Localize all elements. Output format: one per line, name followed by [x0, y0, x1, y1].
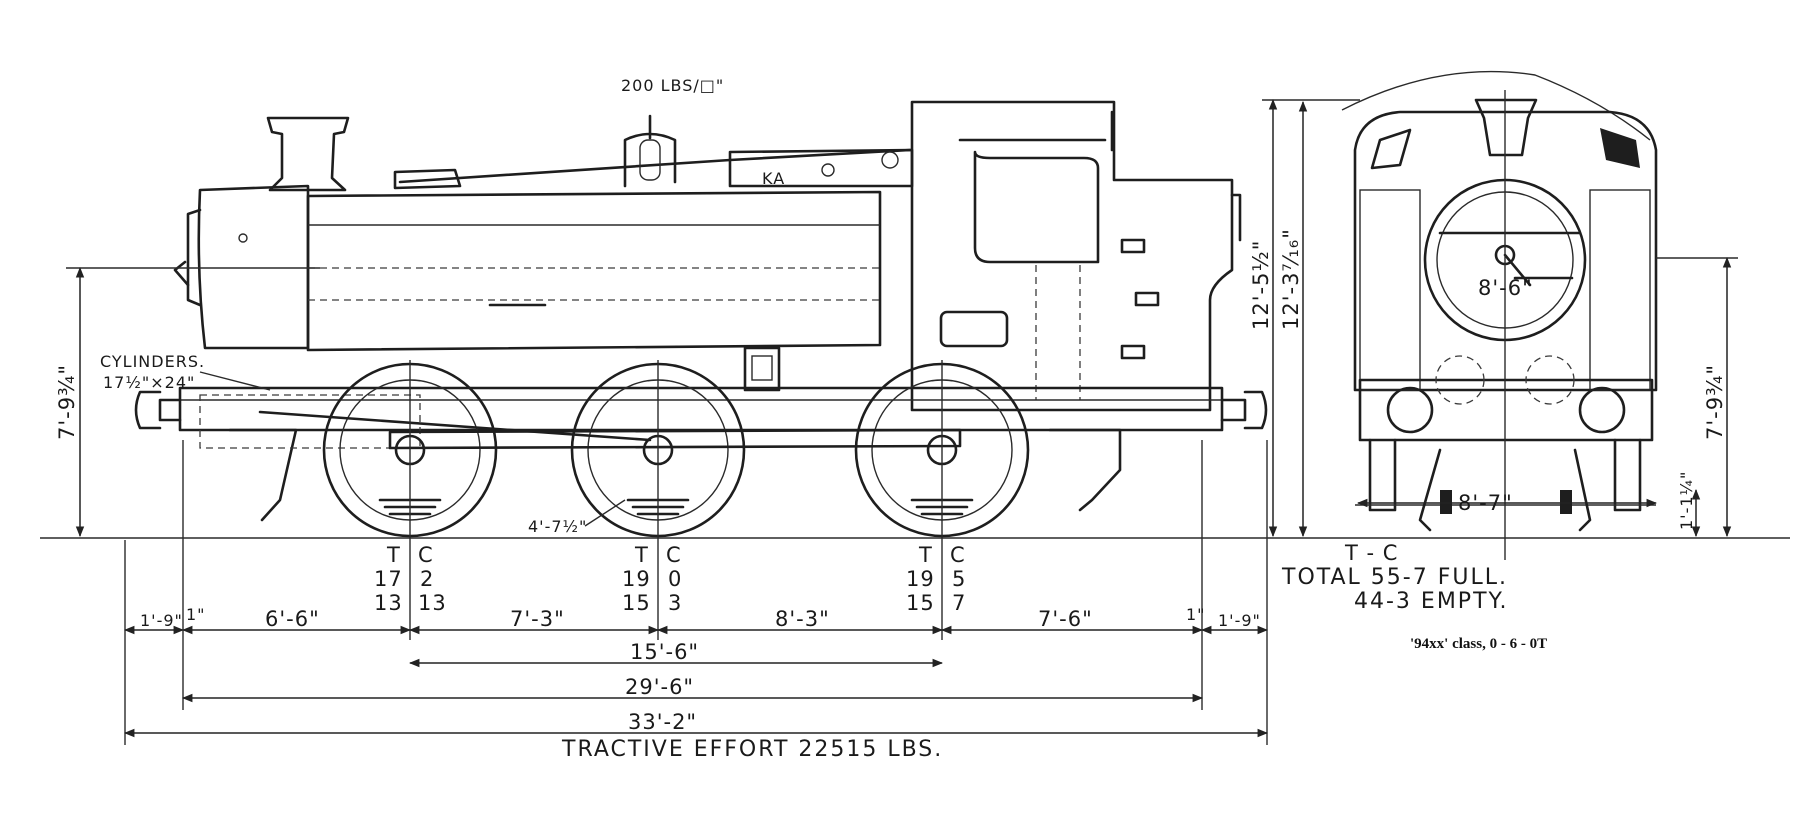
- total-weight-header: T - C: [1344, 541, 1398, 565]
- axle-1-full-c: 2: [420, 567, 434, 591]
- front-buffer-left: [1386, 386, 1434, 434]
- safety-valve-cover: [623, 132, 677, 188]
- axle-2-full-c: 0: [668, 567, 682, 591]
- front-cab-profile: [1353, 110, 1658, 392]
- cylinders-title: CYLINDERS.: [100, 352, 205, 371]
- drawing-labels: 200 LBS/□" KA CYLINDERS. 17½"×24" 4'-7½"…: [55, 76, 1727, 762]
- cab: [910, 100, 1234, 412]
- dim-front-to-axle1: 6'-6": [265, 607, 320, 631]
- axle-2-empty-t: 15: [622, 591, 651, 615]
- tractive-effort-label: TRACTIVE EFFORT 22515 LBS.: [561, 737, 943, 762]
- dim-frames: 29'-6": [625, 675, 694, 699]
- axle-3-empty-t: 15: [906, 591, 935, 615]
- axle-3-header-c: C: [950, 543, 966, 567]
- front-elevation: [1341, 70, 1658, 560]
- pannier-tank: [306, 190, 882, 352]
- clack-box: [393, 168, 462, 190]
- coupling-rod: [388, 428, 962, 450]
- boiler-pressure-label: 200 LBS/□": [621, 76, 724, 95]
- axle-1-empty-t: 13: [374, 591, 403, 615]
- front-gauge: 8'-7": [1458, 491, 1513, 515]
- loading-gauge-arc: [1341, 70, 1651, 141]
- axle-3-empty-c: 7: [952, 591, 966, 615]
- side-elevation: [40, 100, 1790, 640]
- total-weight-empty: 44-3 EMPTY.: [1354, 589, 1508, 614]
- axle-2-full-t: 19: [622, 567, 651, 591]
- front-buffer-right: [1578, 386, 1626, 434]
- height-label-2: 12'-3⁷⁄₁₆": [1279, 228, 1303, 330]
- dim-front-overhang: 1'-9": [140, 611, 183, 630]
- axle-2-header-c: C: [666, 543, 682, 567]
- cylinder-outline: [199, 394, 421, 449]
- axle-1-header-t: T: [386, 543, 401, 567]
- height-front-label: 7'-9¾": [1703, 364, 1727, 440]
- rear-buffer: [1220, 398, 1247, 422]
- axle-3-header-t: T: [918, 543, 933, 567]
- axle-1-full-t: 17: [374, 567, 403, 591]
- axle-1-header-c: C: [418, 543, 434, 567]
- dim-axle3-to-rear: 7'-6": [1038, 607, 1093, 631]
- cab-side-window: [939, 310, 1009, 348]
- cylinders-size: 17½"×24": [103, 373, 195, 392]
- cab-window: [973, 150, 1100, 264]
- axle-2-empty-c: 3: [668, 591, 682, 615]
- dim-rear-gap: 1": [1186, 605, 1206, 624]
- dim-rear-overhang: 1'-9": [1218, 611, 1261, 630]
- wheel-diameter: 8'-6": [1478, 276, 1533, 300]
- axle-3-full-c: 5: [952, 567, 966, 591]
- front-buffer-beam: [1358, 378, 1654, 442]
- bogie-dim: 4'-7½": [528, 517, 587, 536]
- dim-front-gap: 1": [186, 605, 206, 624]
- axle-1-empty-c: 13: [418, 591, 447, 615]
- dim-wheelbase: 15'-6": [630, 640, 699, 664]
- total-weight-full: TOTAL 55-7 FULL.: [1281, 565, 1508, 590]
- dimension-lines: [66, 98, 1738, 745]
- smokebox: [197, 184, 310, 350]
- dim-overall: 33'-2": [628, 710, 697, 734]
- dim-axle1-to-axle2: 7'-3": [510, 607, 565, 631]
- dim-axle2-to-axle3: 8'-3": [775, 607, 830, 631]
- running-plate: [178, 386, 1224, 432]
- drawing-caption: '94xx' class, 0 - 6 - 0T: [1410, 636, 1548, 652]
- front-chimney: [1474, 98, 1538, 157]
- height-label-1: 12'-5½": [1249, 240, 1273, 330]
- axle-2-header-t: T: [634, 543, 649, 567]
- axle-3-full-t: 19: [906, 567, 935, 591]
- height-side-label: 7'-9¾": [55, 364, 79, 440]
- front-footstep: [228, 428, 298, 522]
- dome-plate-label: KA: [762, 169, 785, 188]
- front-buffer: [158, 398, 182, 422]
- step-height-label: 1'-1¼": [1677, 471, 1696, 530]
- chimney: [266, 116, 350, 192]
- sandbox: [743, 346, 781, 392]
